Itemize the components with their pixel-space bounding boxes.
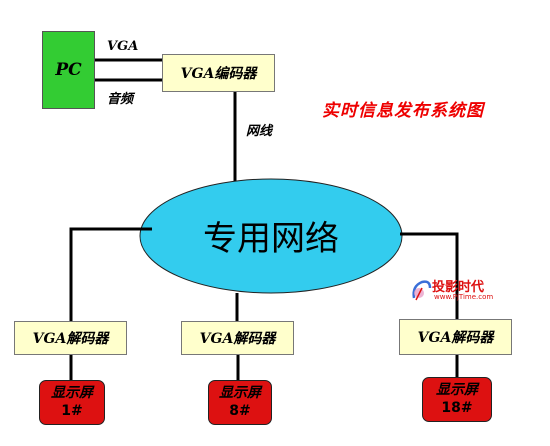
display-screen-label: 显示屏 (219, 385, 261, 401)
pc-box: PC (42, 31, 95, 109)
display-screen-1: 显示屏 1# (39, 380, 105, 425)
vga-cable-label: VGA (107, 39, 139, 54)
watermark-text: 投影时代 (432, 280, 485, 295)
vga-decoder-middle: VGA解码器 (181, 321, 294, 355)
vga-decoder-label: VGA解码器 (199, 331, 276, 347)
vga-encoder-label: VGA编码器 (180, 66, 257, 82)
branch-left (69, 227, 152, 321)
vga-encoder-box: VGA编码器 (162, 54, 275, 92)
diagram-title: 实时信息发布系统图 (322, 101, 484, 121)
display-screen-8: 显示屏 8# (208, 380, 272, 425)
network-ellipse (139, 178, 403, 294)
branch-right (400, 232, 459, 319)
display-screen-18: 显示屏 18# (422, 377, 492, 422)
vga-decoder-label: VGA解码器 (417, 330, 494, 346)
pjtime-logo-icon (412, 280, 432, 301)
network-cable-label: 网线 (246, 124, 273, 139)
vga-decoder-left: VGA解码器 (14, 321, 127, 355)
watermark-url: www.PjTime.com (434, 293, 494, 301)
vga-decoder-right: VGA解码器 (399, 319, 512, 355)
vga-decoder-label: VGA解码器 (32, 331, 109, 347)
display-screen-label: 显示屏 (51, 385, 93, 401)
pc-label: PC (55, 60, 82, 80)
pjtime-watermark: 投影时代 www.PjTime.com (410, 276, 510, 306)
display-screen-number: 8# (229, 402, 251, 419)
display-screen-label: 显示屏 (436, 382, 478, 398)
display-screen-number: 18# (441, 399, 473, 416)
display-screen-number: 1# (61, 402, 83, 419)
audio-cable-label: 音频 (107, 92, 134, 107)
network-label: 专用网络 (203, 218, 339, 259)
